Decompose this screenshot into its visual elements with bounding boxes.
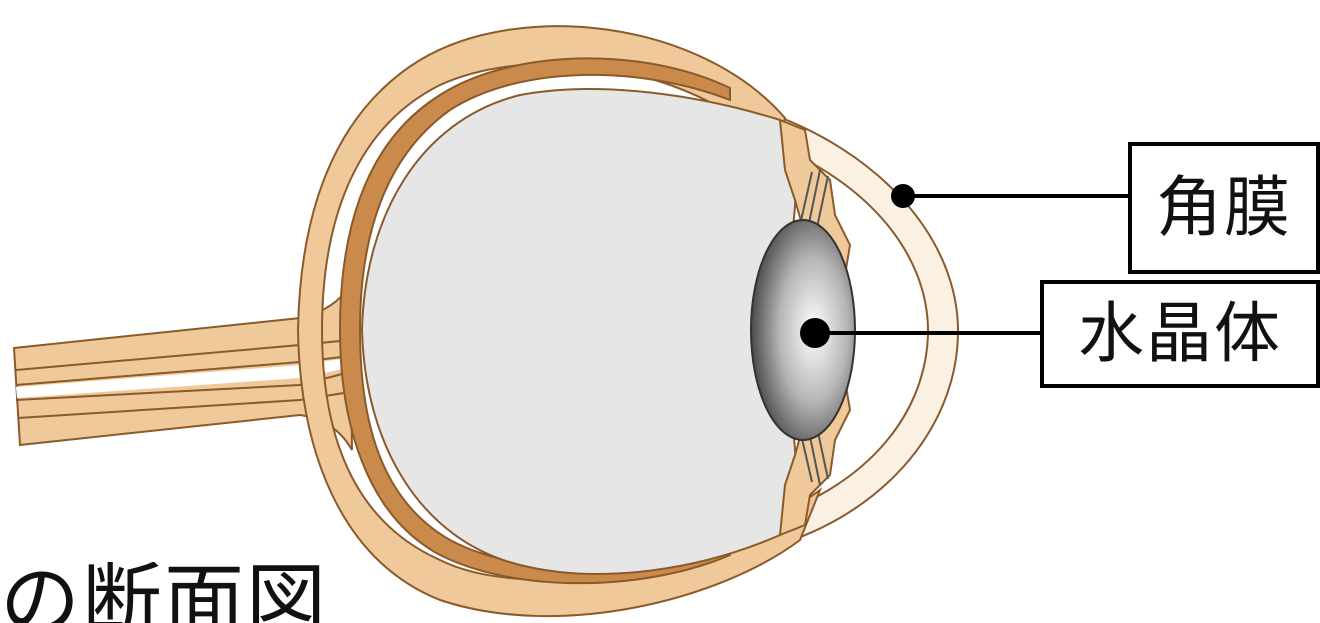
cornea-label: 角膜: [1128, 142, 1320, 274]
vitreous-body: [362, 89, 796, 574]
cornea-pointer-dot: [891, 184, 915, 208]
lens-pointer-dot: [800, 318, 830, 348]
lens-label: 水晶体: [1040, 280, 1320, 388]
diagram-caption: の断面図: [0, 562, 328, 623]
